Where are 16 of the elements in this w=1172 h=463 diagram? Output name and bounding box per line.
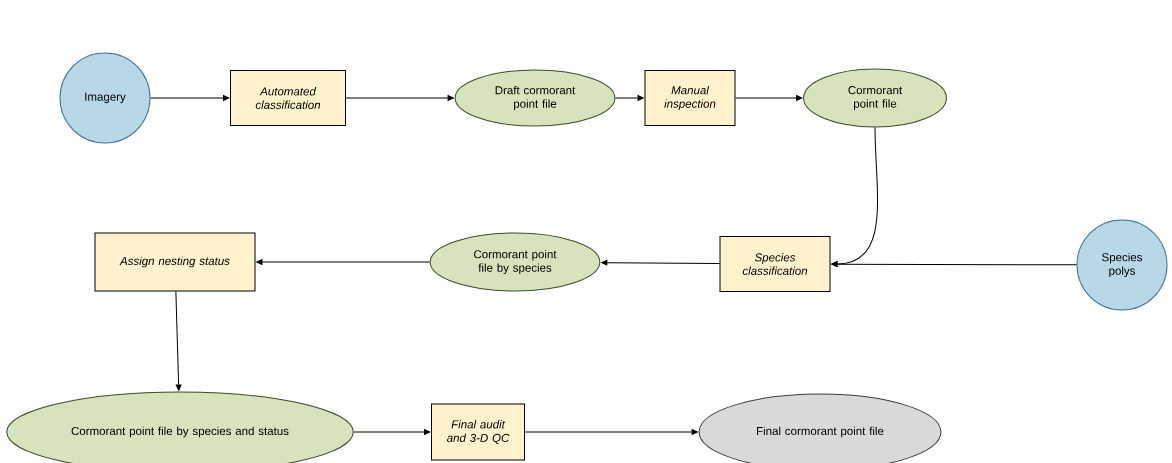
- arrow: [831, 127, 878, 267]
- arrow: [524, 429, 698, 435]
- process-box: Final audit and 3-D QC: [431, 403, 525, 461]
- arrow: [353, 429, 431, 435]
- process-box: Assign nesting status: [94, 232, 256, 292]
- process-box: Manual inspection: [644, 70, 736, 126]
- arrow: [614, 95, 644, 101]
- arrow: [175, 291, 182, 391]
- process-box: Species classification: [719, 236, 831, 292]
- arrow: [601, 259, 720, 266]
- arrow: [150, 95, 230, 101]
- arrow: [256, 259, 431, 265]
- process-box: Automated classification: [230, 70, 346, 126]
- arrow: [345, 95, 454, 101]
- arrow: [831, 261, 1077, 268]
- arrow: [735, 95, 803, 101]
